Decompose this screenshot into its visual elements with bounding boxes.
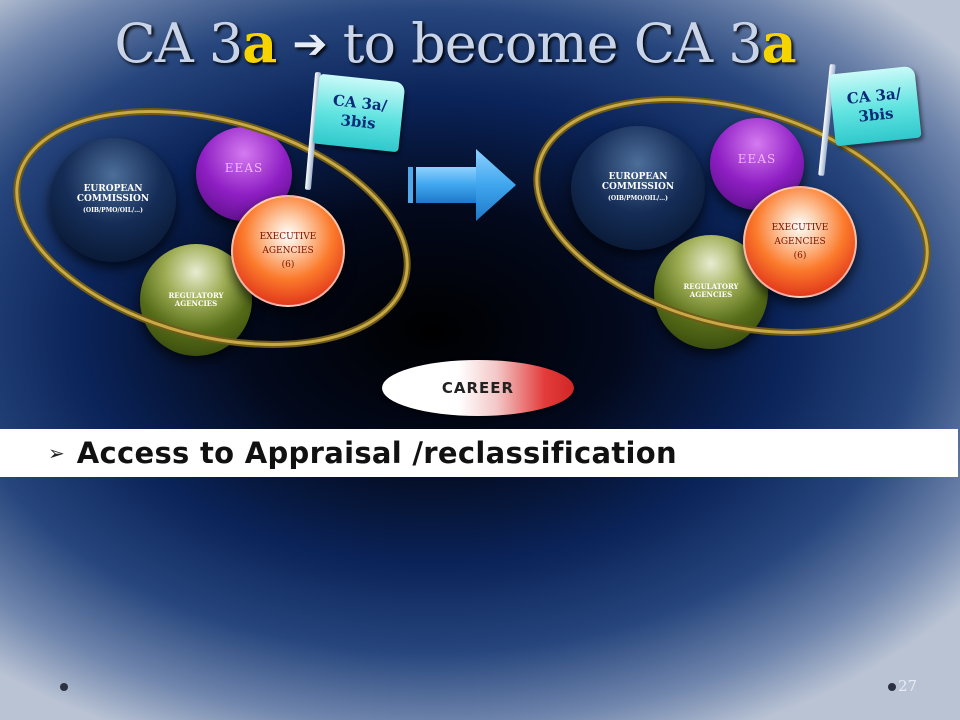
right-flag: CA 3a/ 3bis bbox=[828, 65, 922, 147]
right-ec-label: EUROPEAN COMMISSION bbox=[601, 172, 675, 192]
title-highlight-2: a bbox=[761, 11, 797, 75]
footer-dot-right bbox=[888, 683, 896, 691]
right-ec-sub: (OIB/PMO/OIL/…) bbox=[608, 195, 668, 202]
slide-title: CA 3a ➔ to become CA 3a bbox=[0, 8, 910, 79]
right-european-commission-circle: EUROPEAN COMMISSION (OIB/PMO/OIL/…) bbox=[571, 126, 705, 250]
right-reg-label: REGULATORY AGENCIES bbox=[683, 282, 739, 299]
right-exec-line2: AGENCIES bbox=[774, 237, 826, 247]
bullet-text: Access to Appraisal /reclassification bbox=[76, 436, 677, 470]
right-flag-line2: 3bis bbox=[857, 104, 895, 126]
transition-arrow-icon bbox=[408, 149, 516, 221]
right-exec-line1: EXECUTIVE bbox=[771, 223, 829, 233]
title-highlight-1: a bbox=[242, 11, 277, 75]
title-part2: to become CA 3 bbox=[326, 12, 763, 75]
right-executive-agencies-circle: EXECUTIVE AGENCIES (6) bbox=[743, 186, 857, 298]
title-arrow-icon: ➔ bbox=[292, 19, 327, 68]
right-eeas-label: EEAS bbox=[737, 152, 777, 166]
bullet-arrow-icon: ➢ bbox=[48, 441, 65, 465]
footer-dot-left bbox=[60, 683, 68, 691]
title-part1: CA 3 bbox=[114, 12, 243, 75]
right-exec-line3: (6) bbox=[793, 251, 807, 261]
bullet-bar: ➢ Access to Appraisal /reclassification bbox=[0, 429, 958, 477]
page-number: 27 bbox=[898, 677, 918, 695]
career-badge: CAREER bbox=[382, 360, 574, 416]
